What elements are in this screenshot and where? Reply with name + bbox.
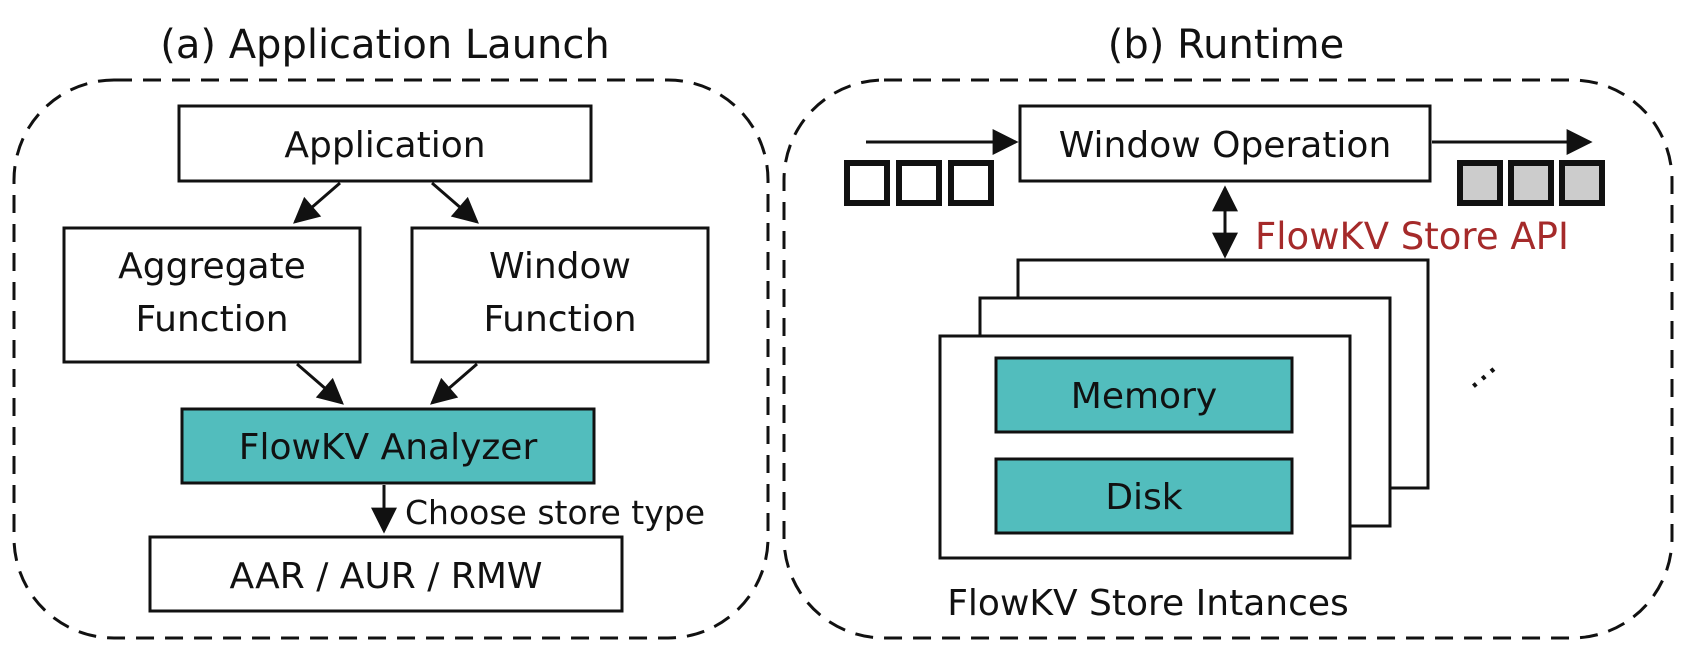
panel-application-launch: (a) Application Launch Application Aggre… — [12, 22, 770, 640]
flowkv-store-api-label: FlowKV Store API — [1255, 215, 1569, 258]
input-item — [844, 160, 890, 206]
store-types-box: AAR / AUR / RMW — [148, 535, 624, 613]
output-stream-items — [1457, 160, 1605, 206]
disk-box: Disk — [994, 457, 1294, 535]
panel-b-title: (b) Runtime — [1108, 22, 1344, 68]
output-item — [1508, 160, 1554, 206]
panel-a-dashed-border — [12, 78, 770, 640]
aggregate-function-box: Aggregate Function — [62, 226, 362, 364]
arrow-to-aggregate — [293, 181, 341, 224]
application-label: Application — [284, 125, 485, 166]
panel-runtime: (b) Runtime Window Operation FlowKV Stor… — [782, 22, 1674, 640]
memory-label: Memory — [1071, 376, 1217, 417]
window-function-box: Window Function — [410, 226, 710, 364]
panel-a-title: (a) Application Launch — [160, 22, 610, 68]
arrow-aggregate-to-analyzer — [296, 362, 344, 405]
input-stream-items — [844, 160, 994, 206]
panel-b-dashed-border — [782, 78, 1674, 640]
output-item — [1457, 160, 1503, 206]
store-instances-stack: Memory Disk — [938, 258, 1430, 560]
input-item — [948, 160, 994, 206]
memory-box: Memory — [994, 356, 1294, 434]
flowkv-analyzer-box: FlowKV Analyzer — [180, 407, 596, 485]
output-item — [1559, 160, 1605, 206]
disk-label: Disk — [1105, 477, 1182, 518]
aggregate-label-line2: Function — [135, 299, 288, 340]
window-function-label-line1: Window — [489, 246, 631, 287]
aggregate-label-line1: Aggregate — [118, 246, 306, 287]
store-instances-label: FlowKV Store Intances — [947, 583, 1349, 624]
store-types-label: AAR / AUR / RMW — [230, 556, 543, 597]
application-box: Application — [177, 104, 593, 183]
choose-store-type-label: Choose store type — [405, 493, 705, 532]
input-item — [896, 160, 942, 206]
window-function-label-line2: Function — [483, 299, 636, 340]
arrow-to-window-function — [431, 181, 479, 224]
window-operation-label: Window Operation — [1059, 125, 1392, 166]
analyzer-label: FlowKV Analyzer — [239, 427, 538, 468]
more-instances-ellipsis: ··· — [1458, 352, 1511, 405]
arrow-window-to-analyzer — [430, 362, 478, 405]
window-operation-box: Window Operation — [1018, 104, 1432, 183]
